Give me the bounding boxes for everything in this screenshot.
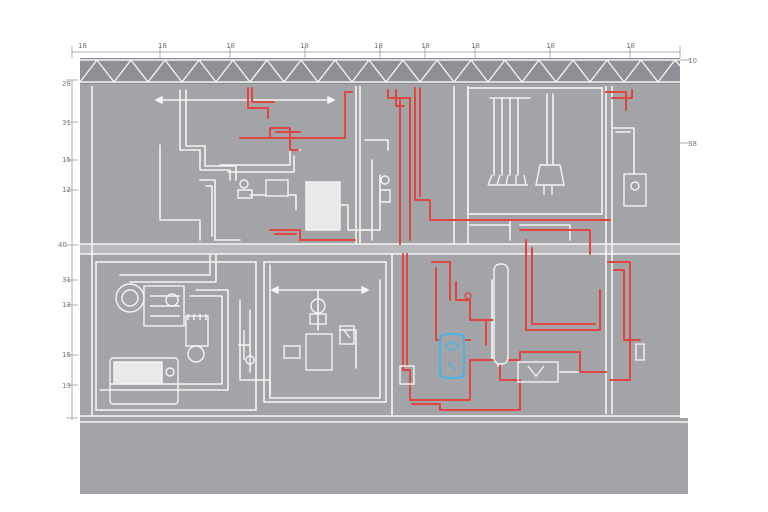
dim-top-7: 18 <box>471 42 480 50</box>
mid-slab <box>80 244 680 254</box>
dim-left-9: 13 <box>62 382 71 390</box>
dim-left-1: 28 <box>62 80 71 88</box>
equipment <box>109 164 647 405</box>
dim-left-2: 31 <box>62 119 71 127</box>
dimension-labels-right: 18 38 <box>688 140 697 148</box>
dim-right-2: 38 <box>688 140 697 148</box>
dim-top-4: 18 <box>300 42 309 50</box>
cold-water-pipes <box>99 89 635 399</box>
water-heater <box>493 263 509 365</box>
dim-top-8: 18 <box>546 42 555 50</box>
dim-top-10: 10 <box>688 57 697 65</box>
pressure-valve <box>399 361 559 385</box>
dimension-labels-top: 18 18 18 18 18 18 18 18 18 10 <box>78 42 697 65</box>
tank-icon <box>109 357 179 405</box>
dimension-labels-left: 28 31 15 12 40 31 13 15 13 <box>58 80 71 390</box>
meter-icon <box>309 298 327 325</box>
roof-truss-band <box>80 58 680 84</box>
foundation <box>80 418 688 494</box>
valve-icon <box>380 175 390 185</box>
cabinet <box>305 333 333 371</box>
meter-box <box>305 181 341 231</box>
dim-left-5: 40 <box>58 241 67 249</box>
pump-icon <box>185 314 209 363</box>
boiler-icon <box>115 283 185 327</box>
dim-top-9: 18 <box>626 42 635 50</box>
valve-icon <box>239 179 249 189</box>
hot-water-pipes <box>239 87 641 411</box>
faucet-icon <box>487 164 565 195</box>
dim-top-6: 18 <box>421 42 430 50</box>
building-shell <box>80 58 688 494</box>
dim-left-8: 15 <box>62 351 71 359</box>
dim-left-4: 12 <box>62 186 71 194</box>
dim-left-7: 13 <box>62 301 71 309</box>
dim-top-1: 18 <box>78 42 87 50</box>
dim-top-5: 18 <box>374 42 383 50</box>
dim-left-3: 15 <box>62 156 71 164</box>
dim-top-2: 18 <box>158 42 167 50</box>
structure-lines <box>80 86 688 423</box>
roof-truss <box>79 58 681 84</box>
dim-left-6: 31 <box>62 276 71 284</box>
control-panel <box>265 179 289 197</box>
expansion-tank <box>439 333 465 379</box>
dim-top-3: 18 <box>226 42 235 50</box>
dimension-lines <box>66 46 690 420</box>
